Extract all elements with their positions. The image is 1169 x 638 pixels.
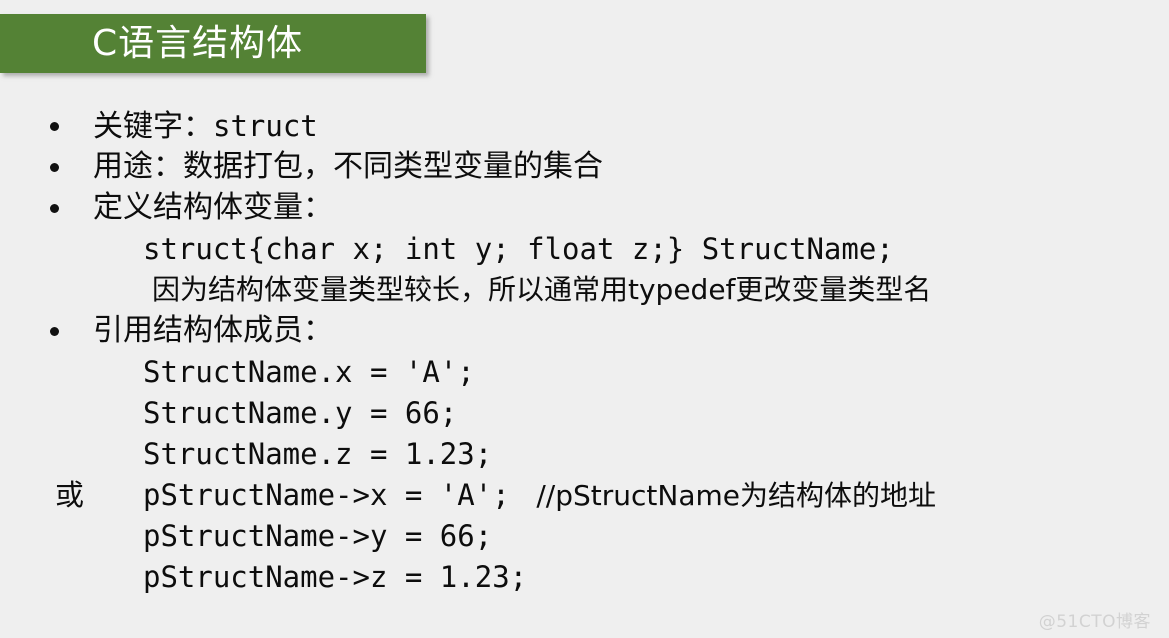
bullet-dot-icon [50, 204, 59, 213]
bullet-item-purpose: 用途：数据打包，不同类型变量的集合 [0, 147, 1169, 188]
code-row-member-y: StructName.y = 66; [0, 393, 1169, 434]
code-row-member-z: StructName.z = 1.23; [0, 434, 1169, 475]
code-define-struct: struct{char x; int y; float z;} StructNa… [143, 232, 894, 266]
slide-content: 关键字：struct 用途：数据打包，不同类型变量的集合 定义结构体变量： st… [0, 106, 1169, 598]
code-member-z: StructName.z = 1.23; [143, 437, 493, 471]
code-ptr-y: pStructName->y = 66; [143, 519, 493, 553]
bullet-dot-icon [50, 122, 59, 131]
code-row-ptr-x: 或 pStructName->x = 'A'; //pStructName为结构… [0, 475, 1169, 516]
bullet-item-keyword: 关键字：struct [0, 106, 1169, 147]
bullet-dot-icon [50, 163, 59, 172]
alternative-label: 或 [55, 478, 85, 512]
bullet-label-member-access: 引用结构体成员： [93, 313, 333, 348]
code-row-member-x: StructName.x = 'A'; [0, 352, 1169, 393]
code-ptr-z: pStructName->z = 1.23; [143, 560, 528, 594]
bullet-dot-icon [50, 327, 59, 336]
bullet-code-keyword: struct [213, 109, 318, 143]
code-row-ptr-z: pStructName->z = 1.23; [0, 557, 1169, 598]
bullet-label-define: 定义结构体变量： [93, 190, 333, 225]
bullet-label-keyword: 关键字：struct [93, 109, 318, 144]
code-ptr-x: pStructName->x = 'A'; //pStructName为结构体的… [143, 478, 936, 512]
code-row-typedef-note: 因为结构体变量类型较长，所以通常用typedef更改变量类型名 [0, 270, 1169, 311]
code-row-define-struct: struct{char x; int y; float z;} StructNa… [0, 229, 1169, 270]
watermark: @51CTO博客 [1038, 612, 1151, 632]
bullet-label-purpose: 用途：数据打包，不同类型变量的集合 [93, 149, 603, 184]
code-member-y: StructName.y = 66; [143, 396, 458, 430]
bullet-item-define: 定义结构体变量： [0, 188, 1169, 229]
code-row-ptr-y: pStructName->y = 66; [0, 516, 1169, 557]
bullet-item-member-access: 引用结构体成员： [0, 311, 1169, 352]
page-title: C语言结构体 [92, 22, 304, 64]
code-member-x: StructName.x = 'A'; [143, 355, 475, 389]
code-ptr-x-comment: //pStructName为结构体的地址 [509, 479, 936, 512]
title-banner: C语言结构体 [0, 14, 426, 73]
note-typedef: 因为结构体变量类型较长，所以通常用typedef更改变量类型名 [152, 273, 932, 306]
